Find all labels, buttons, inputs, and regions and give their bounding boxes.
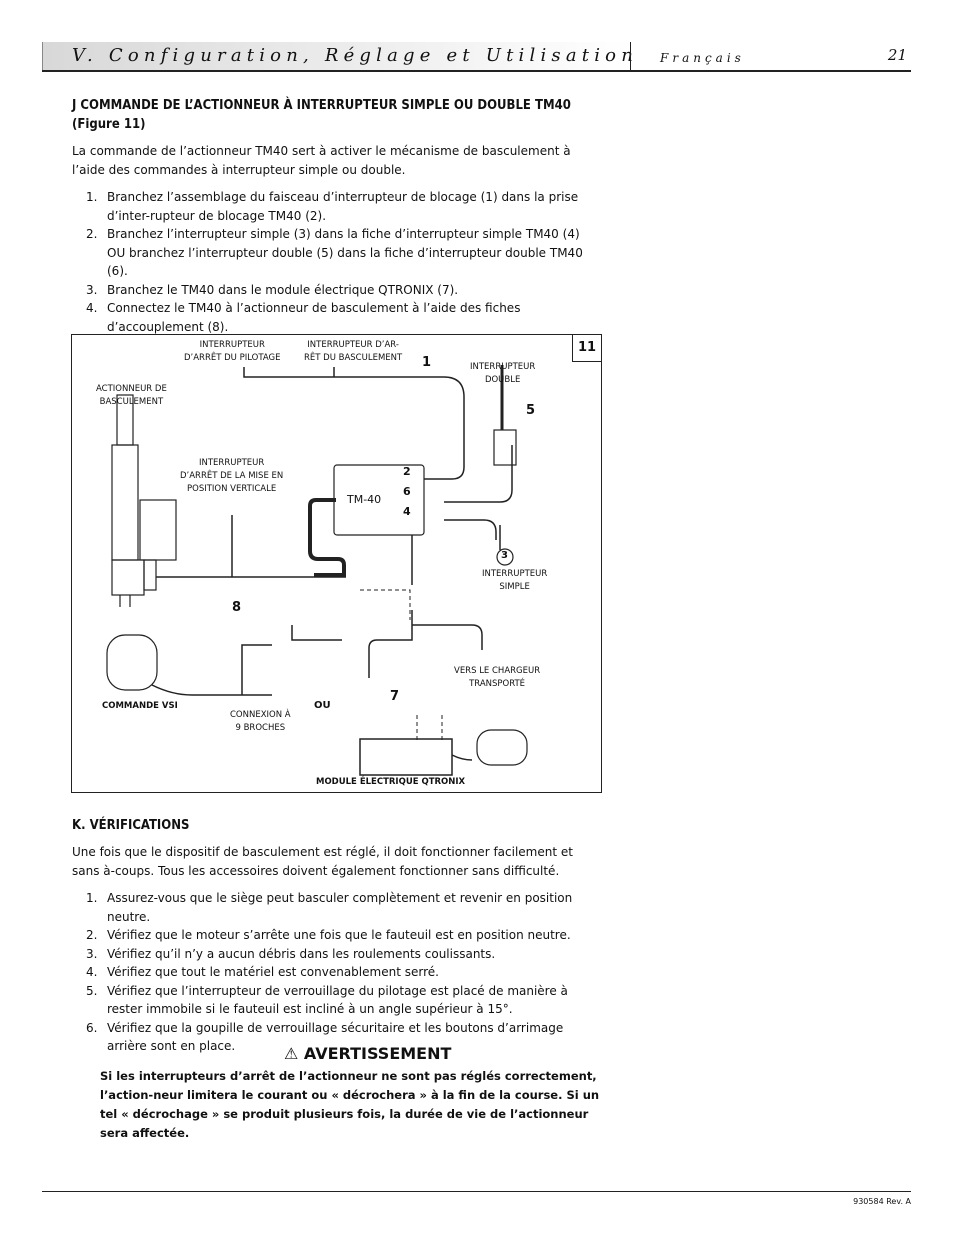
- header-divider: [630, 42, 631, 72]
- step-text: Vérifiez qu’il n’y a aucun débris dans l…: [107, 946, 496, 961]
- tm40-box: [333, 464, 425, 536]
- vsi-joystick: [106, 634, 158, 691]
- label-tilt-switch: INTERRUPTEUR D’AR- RÊT DU BASCULEMENT: [304, 340, 403, 363]
- step-number: 4.: [86, 965, 98, 979]
- step-number: 1.: [86, 190, 98, 204]
- label-charger: VERS LE CHARGEUR TRANSPORTÉ: [454, 666, 541, 689]
- list-item: 5. Vérifiez que l’interrupteur de verroui…: [72, 982, 592, 1019]
- warning-text: Si les interrupteurs d’arrêt de l’action…: [100, 1069, 600, 1140]
- label-vsi: COMMANDE VSI: [102, 701, 178, 711]
- step-number: 4.: [86, 301, 98, 315]
- list-item: 1. Branchez l’assemblage du faisceau d’in…: [72, 188, 592, 225]
- figure-number-badge: 11: [572, 335, 601, 362]
- step-text: Vérifiez que l’interrupteur de verrouill…: [107, 983, 568, 1017]
- doc-reference: 930584 Rev. A: [853, 1197, 911, 1206]
- label-actuator: ACTIONNEUR DE BASCULEMENT: [96, 384, 167, 407]
- step-number: 2.: [86, 928, 98, 942]
- label-double-switch: INTERRUPTEUR DOUBLE: [470, 362, 536, 385]
- step-text: Vérifiez que la goupille de verrouillage…: [107, 1020, 564, 1054]
- actuator-drawing: [111, 394, 177, 607]
- section-j-steps: 1. Branchez l’assemblage du faisceau d’in…: [72, 188, 592, 336]
- warning-heading: ⚠ AVERTISSEMENT: [284, 1044, 451, 1063]
- step-text: Branchez l’interrupteur simple (3) dans …: [107, 227, 583, 278]
- label-or: OU: [314, 700, 331, 711]
- qtronix-module: [359, 738, 453, 776]
- step-text: Assurez-vous que le siège peut basculer …: [107, 891, 573, 924]
- qtronix-joystick: [476, 729, 528, 766]
- list-item: 6. Vérifiez que la goupille de verrouilla…: [72, 1019, 592, 1056]
- label-simple-switch: INTERRUPTEUR SIMPLE: [482, 569, 548, 592]
- callout-7: 7: [390, 689, 400, 704]
- step-number: 3.: [86, 946, 98, 961]
- label-upright-switch: INTERRUPTEUR D’ARRÊT DE LA MISE EN POSIT…: [180, 458, 284, 494]
- step-number: 1.: [86, 891, 98, 905]
- list-item: 1. Assurez-vous que le siège peut bascule…: [72, 889, 592, 926]
- label-tm40: TM-40: [347, 493, 382, 506]
- step-text: Vérifiez que le moteur s’arrête une fois…: [107, 928, 571, 942]
- callout-1: 1: [422, 355, 432, 370]
- list-item: 4. Connectez le TM40 à l’actionneur de ba…: [72, 299, 592, 336]
- callout-3: 3: [501, 550, 508, 561]
- list-item: 3. Branchez le TM40 dans le module électr…: [72, 281, 592, 300]
- section-k-steps: 1. Assurez-vous que le siège peut bascule…: [72, 889, 592, 1056]
- section-k-intro: Une fois que le dispositif de basculemen…: [72, 845, 573, 878]
- step-number: 3.: [86, 282, 98, 297]
- figure-11: 11 INTERRUPTEUR D’ARRÊT DU PILOTAGE INTE…: [71, 334, 602, 793]
- harness-lines: [151, 367, 513, 761]
- step-text: Vérifiez que tout le matériel est conven…: [107, 965, 439, 979]
- callout-6: 6: [403, 485, 411, 498]
- list-item: 2. Branchez l’interrupteur simple (3) dan…: [72, 225, 592, 281]
- step-text: Connectez le TM40 à l’actionneur de basc…: [107, 301, 521, 334]
- header-shade: [42, 42, 631, 70]
- list-item: 4. Vérifiez que tout le matériel est conv…: [72, 963, 592, 982]
- section-j-intro: La commande de l’actionneur TM40 sert à …: [72, 144, 571, 177]
- section-j-subheading: (Figure 11): [72, 117, 146, 132]
- list-item: 3. Vérifiez qu’il n’y a aucun débris dans…: [72, 945, 592, 964]
- label-connexion: CONNEXION À 9 BROCHES: [230, 710, 291, 733]
- footer-rule: [42, 1191, 911, 1192]
- page-header: V. Configuration, Réglage et Utilisation…: [42, 42, 911, 72]
- list-item: 2. Vérifiez que le moteur s’arrête une fo…: [72, 926, 592, 945]
- step-number: 6.: [86, 1020, 98, 1035]
- page-number: 21: [887, 46, 907, 64]
- warning-title: AVERTISSEMENT: [303, 1044, 452, 1063]
- warning-triangle-icon: ⚠: [284, 1044, 299, 1063]
- label-module: MODULE ÉLECTRIQUE QTRONIX: [316, 777, 466, 787]
- step-number: 5.: [86, 983, 98, 998]
- step-text: Branchez le TM40 dans le module électriq…: [107, 282, 459, 297]
- callout-2: 2: [403, 465, 411, 478]
- callout-5: 5: [526, 403, 536, 418]
- wiring-diagram: [106, 365, 528, 776]
- step-text: Branchez l’assemblage du faisceau d’inte…: [107, 190, 579, 223]
- section-j-heading: J COMMANDE DE L’ACTIONNEUR À INTERRUPTEU…: [72, 98, 571, 113]
- double-switch: [493, 429, 517, 466]
- callout-4: 4: [403, 505, 411, 518]
- step-number: 2.: [86, 227, 98, 241]
- chapter-title: V. Configuration, Réglage et Utilisation: [72, 45, 639, 66]
- label-pilot-switch: INTERRUPTEUR D’ARRÊT DU PILOTAGE: [184, 340, 281, 363]
- section-k-heading: K. VÉRIFICATIONS: [72, 818, 190, 833]
- language-label: Français: [660, 51, 745, 65]
- callout-circle-3: [496, 548, 514, 566]
- callout-8: 8: [232, 600, 242, 615]
